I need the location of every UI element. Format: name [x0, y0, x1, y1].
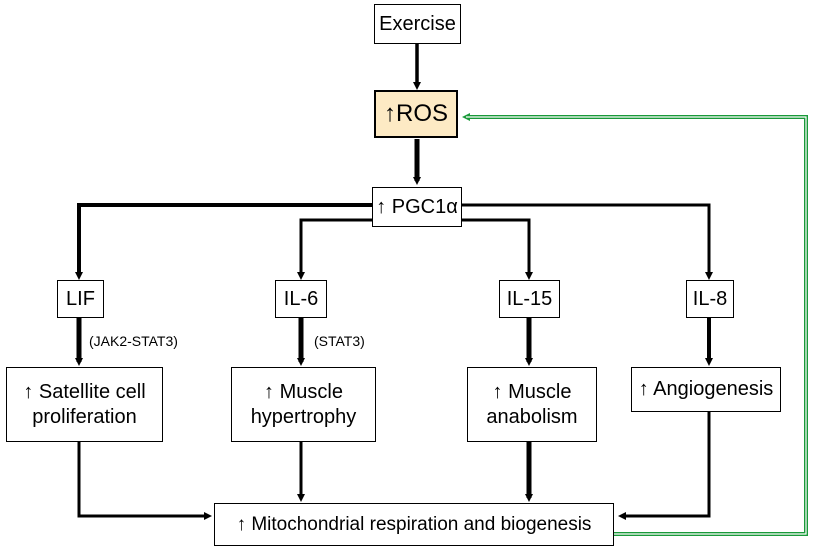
- arrow-pgc1a-to-lif: [75, 203, 372, 280]
- mito-label: ↑ Mitochondrial respiration and biogenes…: [236, 513, 592, 535]
- node-satellite-cell-proliferation: ↑ Satellite cell proliferation: [6, 367, 163, 442]
- ros-label: ↑ROS: [383, 100, 448, 127]
- hypertrophy-line1: ↑ Muscle: [264, 380, 343, 403]
- arrow-pgc1a-to-il15: [462, 218, 533, 280]
- hypertrophy-line2: hypertrophy: [250, 405, 357, 428]
- satellite-line1: ↑ Satellite cell: [23, 380, 146, 403]
- node-ros: ↑ROS: [374, 90, 458, 138]
- node-il8: IL-8: [686, 280, 734, 318]
- angiogenesis-label: ↑ Angiogenesis: [638, 378, 774, 400]
- pgc1a-label: ↑ PGC1α: [376, 195, 458, 218]
- node-mitochondrial-respiration: ↑ Mitochondrial respiration and biogenes…: [214, 503, 614, 546]
- arrow-angiogenesis-to-mito: [618, 412, 711, 520]
- il6-pathway-note: (STAT3): [314, 333, 365, 349]
- node-angiogenesis: ↑ Angiogenesis: [631, 367, 781, 412]
- feedback-arrow-mito-to-ros: [462, 113, 808, 536]
- node-il15: IL-15: [499, 280, 560, 318]
- anabolism-line1: ↑ Muscle: [492, 380, 572, 403]
- lif-pathway-note: (JAK2-STAT3): [89, 333, 178, 349]
- node-muscle-hypertrophy: ↑ Muscle hypertrophy: [231, 367, 376, 442]
- arrow-satellite-to-mito: [77, 442, 212, 520]
- node-muscle-anabolism: ↑ Muscle anabolism: [467, 367, 597, 442]
- arrow-pgc1a-to-il8: [462, 203, 713, 280]
- feedback-arrow-inner-line: [466, 116, 807, 535]
- lif-label: LIF: [66, 287, 95, 310]
- satellite-line2: proliferation: [32, 405, 137, 428]
- anabolism-line2: anabolism: [486, 405, 578, 428]
- il15-label: IL-15: [506, 287, 553, 310]
- node-exercise: Exercise: [374, 4, 461, 44]
- node-il6: IL-6: [275, 280, 327, 318]
- il8-label: IL-8: [692, 287, 728, 310]
- il6-label: IL-6: [283, 287, 319, 310]
- node-lif: LIF: [57, 280, 104, 318]
- arrow-pgc1a-to-il6: [297, 218, 372, 280]
- node-pgc1a: ↑ PGC1α: [372, 187, 462, 227]
- exercise-label: Exercise: [379, 12, 456, 35]
